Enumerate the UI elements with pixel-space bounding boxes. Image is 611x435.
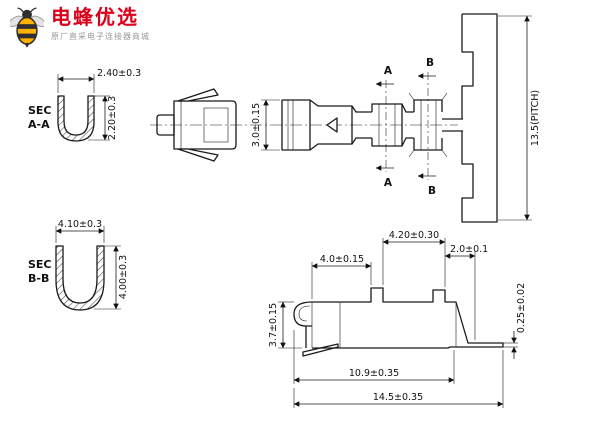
section-marker-a-top: A xyxy=(384,65,393,77)
dim-sec-aa-width: 2.40±0.3 xyxy=(97,68,141,79)
dim-side-top: 4.20±0.30 xyxy=(389,230,439,241)
dim-side-length-inner: 10.9±0.35 xyxy=(349,368,399,379)
dim-sec-aa-height: 2.20±0.3 xyxy=(107,96,118,140)
section-aa-label-2: A-A xyxy=(28,118,50,131)
brand-name: 电蜂优选 xyxy=(51,5,139,29)
dim-sec-bb-height: 4.00±0.3 xyxy=(118,255,129,299)
terminal-side-view: 3.7±0.15 4.0±0.15 4.20±0.30 2.0±0.1 0.25… xyxy=(268,230,527,408)
section-marker-b-bottom: B xyxy=(428,185,436,197)
dim-carrier-pitch: 13.5(PITCH) xyxy=(530,90,541,146)
dim-sec-bb-width: 4.10±0.3 xyxy=(58,219,102,230)
brand-logo: 电蜂优选 原厂直采电子连接器商城 xyxy=(10,6,150,48)
brand-tagline: 原厂直采电子连接器商城 xyxy=(51,32,150,41)
section-aa-label-1: SEC xyxy=(28,104,52,117)
dim-plan-height: 3.0±0.15 xyxy=(251,103,262,147)
section-marker-b-top: B xyxy=(426,57,434,69)
carrier-strip: 13.5(PITCH) xyxy=(461,13,541,223)
dim-side-thickness: 0.25±0.02 xyxy=(516,283,527,333)
dim-side-height: 3.7±0.15 xyxy=(268,303,279,347)
terminal-plan-view: 3.0±0.15 A A xyxy=(150,57,463,197)
section-bb-label-1: SEC xyxy=(28,258,52,271)
section-aa-view: 2.40±0.3 2.20±0.3 SEC A-A xyxy=(28,68,141,142)
dim-side-length-overall: 14.5±0.35 xyxy=(373,392,423,403)
dim-side-mid: 4.0±0.15 xyxy=(320,254,364,265)
section-bb-label-2: B-B xyxy=(28,272,49,285)
dim-side-right: 2.0±0.1 xyxy=(450,244,488,255)
section-bb-view: 4.10±0.3 4.00±0.3 SEC B-B xyxy=(28,219,129,311)
bee-icon xyxy=(10,7,44,48)
section-marker-a-bottom: A xyxy=(384,177,393,189)
